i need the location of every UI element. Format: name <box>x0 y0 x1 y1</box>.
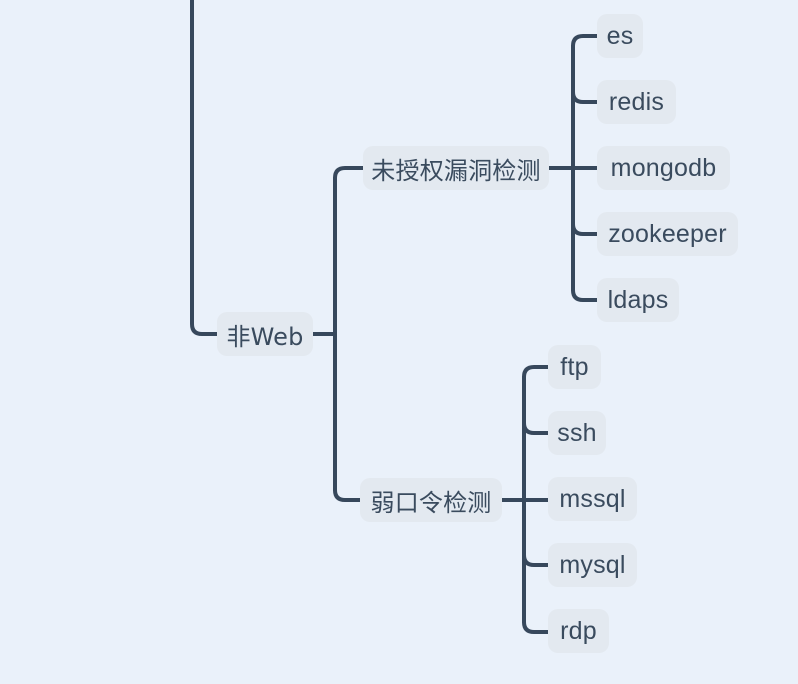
node-mongodb[interactable]: mongodb <box>597 146 730 190</box>
edge-weakpass-to-mysql <box>522 553 550 567</box>
node-mysql[interactable]: mysql <box>548 543 637 587</box>
node-mssql[interactable]: mssql <box>548 477 637 521</box>
edge-weakpass-to-ftp <box>522 365 550 379</box>
node-redis[interactable]: redis <box>597 80 676 124</box>
node-rdp[interactable]: rdp <box>548 609 609 653</box>
edge-weakpass-to-ssh <box>522 421 550 435</box>
edge-weakpass-to-rdp <box>522 620 550 634</box>
node-unauthorized-vuln-detection[interactable]: 未授权漏洞检测 <box>363 146 549 190</box>
edge-unauth-to-ldaps <box>571 288 599 302</box>
node-ldaps[interactable]: ldaps <box>597 278 679 322</box>
edge-trunk-to-unauth <box>333 166 365 180</box>
node-zookeeper[interactable]: zookeeper <box>597 212 738 256</box>
node-weak-password-detection[interactable]: 弱口令检测 <box>360 478 502 522</box>
node-es[interactable]: es <box>597 14 643 58</box>
node-ssh[interactable]: ssh <box>548 411 606 455</box>
node-ftp[interactable]: ftp <box>548 345 601 389</box>
edge-root-to-trunk <box>190 0 219 336</box>
edge-unauth-to-es <box>571 34 599 48</box>
edge-unauth-to-redis <box>571 90 599 104</box>
edge-trunk-to-weakpass <box>333 488 362 502</box>
node-fei-web[interactable]: 非Web <box>217 312 313 356</box>
edge-unauth-to-zookeeper <box>571 222 599 236</box>
